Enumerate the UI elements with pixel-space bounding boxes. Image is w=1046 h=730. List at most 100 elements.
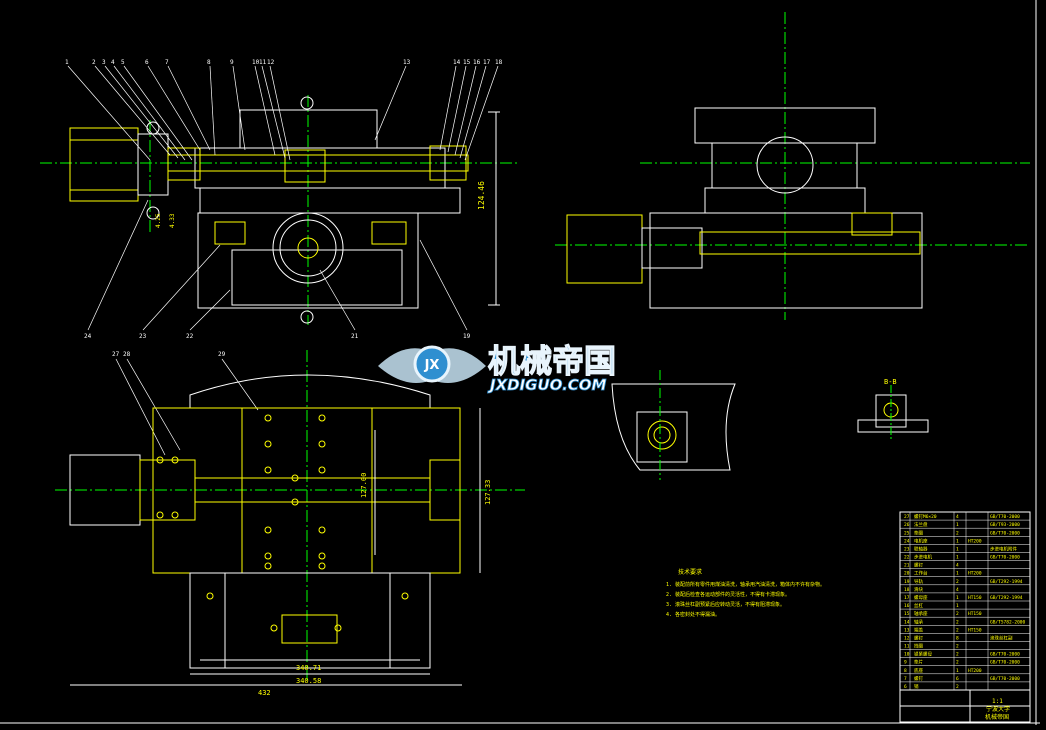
leader-line: [439, 65, 457, 151]
part-balloon: 7: [165, 59, 169, 66]
part-balloon: 17: [483, 59, 491, 66]
bolt-hole: [156, 511, 164, 519]
bom-cell: 21: [904, 563, 910, 569]
part-balloon: 27: [112, 351, 120, 358]
tech-note-line: 2. 装配后检查各运动部件的灵活性，不得有卡滞现象。: [666, 591, 790, 598]
bom-cell: HT200: [968, 538, 982, 544]
bom-cell: 4: [956, 587, 959, 593]
bolt-hole: [318, 466, 326, 474]
dim-overall-width: 432: [258, 689, 271, 697]
part-balloon: 23: [139, 333, 147, 340]
part-balloon: 14: [453, 59, 461, 66]
bom-cell: 20: [904, 571, 910, 577]
bom-cell: 丝杠: [914, 602, 923, 609]
bom-cell: 13: [904, 627, 910, 633]
bolt-hole: [318, 562, 326, 570]
watermark-title: 机械帝国: [488, 342, 616, 380]
leader-line: [419, 239, 468, 331]
bom-cell: GB/T70-2000: [990, 555, 1020, 561]
part-balloon: 4: [111, 59, 115, 66]
leader-line: [142, 244, 221, 331]
bolt-hole: [264, 552, 272, 560]
bolt-hole: [264, 562, 272, 570]
bom-cell: 22: [904, 555, 910, 561]
leader-line: [232, 65, 246, 151]
bolt-hole: [264, 526, 272, 534]
bom-cell: 2: [956, 644, 959, 650]
bolt-hole: [291, 474, 299, 482]
bom-cell: 2: [956, 530, 959, 536]
bom-cell: 7: [904, 676, 907, 682]
bom-cell: 螺钉M6×20: [914, 513, 937, 520]
leader-line: [221, 358, 259, 411]
leader-line: [464, 65, 499, 161]
detail-view: [611, 370, 736, 480]
leader-line: [459, 65, 487, 159]
bolt-hole: [291, 498, 299, 506]
bom-cell: HT200: [968, 668, 982, 674]
title-drawing-name: 机械帝国: [985, 713, 1009, 721]
bom-cell: 2: [956, 627, 959, 633]
leader-line: [113, 65, 186, 161]
part-balloon: 19: [463, 333, 471, 340]
dim-small-b: 4.33: [169, 213, 176, 228]
bom-cell: 18: [904, 587, 910, 593]
part-balloon: 18: [495, 59, 503, 66]
leader-line: [104, 65, 179, 159]
part-balloon: 21: [351, 333, 359, 340]
part-balloon: 2: [92, 59, 96, 66]
plan-view-holes: [156, 414, 409, 632]
watermark-logo-icon: JX: [378, 345, 486, 383]
part-balloon: 10: [252, 59, 260, 66]
plan-view: [55, 350, 525, 686]
bolt-hole: [264, 414, 272, 422]
side-section-view: [555, 12, 1030, 320]
bom-cell: 6: [904, 684, 907, 690]
part-balloon: 16: [473, 59, 481, 66]
bolt-hole: [171, 511, 179, 519]
bom-cell: HT150: [968, 627, 982, 633]
part-balloon: 13: [403, 59, 411, 66]
bolt-hole: [264, 440, 272, 448]
bom-cell: 9: [904, 660, 907, 666]
bom-cell: 10: [904, 652, 910, 658]
bom-cell: GB/T70-2000: [990, 530, 1020, 536]
bom-cell: 法兰盘: [914, 521, 928, 528]
bom-cell: GB/T292-1994: [990, 595, 1023, 601]
bom-cell: 2: [956, 579, 959, 585]
bolt-hole: [206, 592, 214, 600]
section-bb-view: [857, 385, 929, 440]
bom-cell: 1: [956, 538, 959, 544]
bom-cell: GB/T5782-2000: [990, 619, 1026, 625]
bom-cell: 锁紧螺母: [914, 651, 932, 658]
part-balloon: 8: [207, 59, 211, 66]
bom-cell: 步进电机附件: [990, 545, 1017, 552]
bom-cell: GB/T292-1994: [990, 579, 1023, 585]
bolt-hole: [264, 466, 272, 474]
part-balloon: 12: [267, 59, 275, 66]
dim-small-a: 4.25: [155, 213, 162, 228]
leader-line: [454, 65, 477, 156]
watermark-subtitle: JXDIGUO.COM: [487, 376, 607, 394]
technical-requirements: 技术要求 1. 装配前所有零件用煤油清洗，轴承用汽油清洗，箱体内不许有杂物。 2…: [666, 568, 825, 618]
leader-line: [254, 65, 276, 156]
bom-cell: 1: [956, 555, 959, 561]
bom-cell: GB/T70-2000: [990, 660, 1020, 666]
leader-line: [167, 65, 211, 151]
part-balloon: 11: [259, 59, 267, 66]
bom-cell: 24: [904, 538, 910, 544]
bom-cell: GB/T70-2000: [990, 652, 1020, 658]
bolt-hole: [318, 552, 326, 560]
part-balloon: 28: [123, 351, 131, 358]
bolt-hole: [171, 456, 179, 464]
bolt-hole: [318, 526, 326, 534]
bom-cell: 1: [956, 522, 959, 528]
tech-notes-heading: 技术要求: [678, 568, 702, 576]
leader-line: [261, 65, 286, 159]
bom-cell: 螺钉: [914, 675, 923, 682]
leader-line: [67, 65, 151, 161]
leader-line: [126, 358, 181, 451]
bom-cell: 1: [956, 595, 959, 601]
